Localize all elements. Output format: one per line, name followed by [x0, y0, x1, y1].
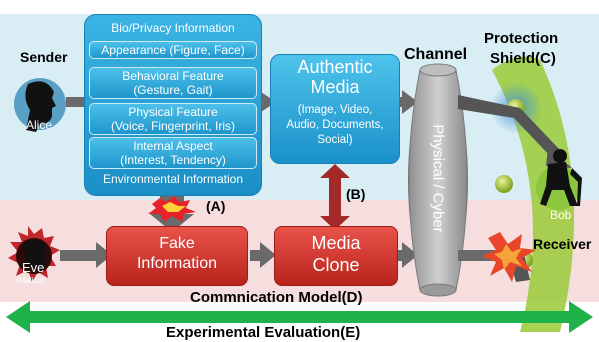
- authentic-media-title-line1: Authentic: [297, 57, 373, 77]
- authentic-media-title-line2: Media: [310, 77, 360, 97]
- channel-title: Channel: [404, 46, 468, 63]
- physical-row: Physical Feature (Voice, Fingerprint, Ir…: [89, 103, 257, 135]
- eve-role-label: (Malice): [16, 276, 45, 285]
- physical-sub: (Voice, Fingerprint, Iris): [110, 119, 236, 133]
- arrow-to-receiver: [458, 95, 560, 158]
- arrow-b: [320, 164, 350, 230]
- internal-sub: (Interest, Tendency): [120, 153, 226, 167]
- arrow-fake-to-clone: [250, 250, 264, 261]
- communication-model-label: Commnication Model(D): [190, 289, 363, 306]
- arrow-alice-to-bio: [66, 97, 84, 107]
- authentic-media-desc: (Image, Video, Audio, Documents, Social): [271, 103, 399, 148]
- experimental-evaluation-label: Experimental Evaluation(E): [166, 324, 361, 341]
- channel-ring-label: Physical / Cyber: [429, 124, 447, 233]
- marker-a: (A): [206, 198, 226, 214]
- shield-node: [495, 175, 513, 193]
- arrow-blocked: [458, 250, 508, 261]
- appearance-label: Appearance (Figure, Face): [101, 43, 245, 57]
- physical-title: Physical Feature: [128, 105, 218, 119]
- arrow-bio-to-media: [258, 90, 276, 114]
- appearance-row: Appearance (Figure, Face): [89, 41, 257, 59]
- bob-label: Bob: [550, 208, 572, 222]
- bio-privacy-panel: Bio/Privacy Information Appearance (Figu…: [84, 14, 262, 196]
- eve-avatar: [8, 226, 60, 282]
- alice-avatar: [14, 78, 66, 132]
- bio-privacy-title: Bio/Privacy Information: [111, 21, 235, 35]
- protection-label-line2: Shield(C): [490, 50, 556, 67]
- behavioral-title: Behavioral Feature: [122, 69, 224, 83]
- protection-label-line1: Protection: [484, 30, 559, 47]
- behavioral-sub: (Gesture, Gait): [133, 83, 213, 97]
- channel-ring: [408, 63, 468, 297]
- environmental-label: Environmental Information: [102, 172, 244, 186]
- authentic-media-desc-line1: (Image, Video,: [297, 104, 373, 116]
- alice-label: Alice: [26, 118, 53, 132]
- receiver-label: Receiver: [533, 236, 592, 252]
- bob-avatar: [536, 149, 582, 210]
- sender-label: Sender: [20, 49, 68, 65]
- authentic-media-desc-line2: Audio, Documents,: [286, 119, 384, 131]
- evaluation-arrow: [6, 301, 593, 333]
- fake-information-box: Fake Information: [106, 226, 248, 286]
- internal-title: Internal Aspect: [133, 139, 213, 153]
- eve-label: Eve: [22, 260, 45, 275]
- arrow-eve-to-fake: [60, 250, 100, 261]
- marker-b: (B): [346, 186, 366, 202]
- media-clone-line1: Media: [311, 233, 361, 253]
- media-clone-line2: Clone: [312, 255, 360, 275]
- fake-information-line2: Information: [136, 255, 218, 272]
- arrow-media-to-channel: [402, 90, 418, 114]
- authentic-media-title: Authentic Media: [271, 57, 399, 97]
- authentic-media-desc-line3: Social): [317, 134, 353, 146]
- behavioral-row: Behavioral Feature (Gesture, Gait): [89, 67, 257, 99]
- media-clone-box: Media Clone: [274, 226, 398, 286]
- protection-shield-band: [492, 56, 575, 333]
- fake-information-line1: Fake: [159, 235, 195, 252]
- internal-row: Internal Aspect (Interest, Tendency): [89, 137, 257, 169]
- authentic-media-box: Authentic Media (Image, Video, Audio, Do…: [270, 54, 400, 164]
